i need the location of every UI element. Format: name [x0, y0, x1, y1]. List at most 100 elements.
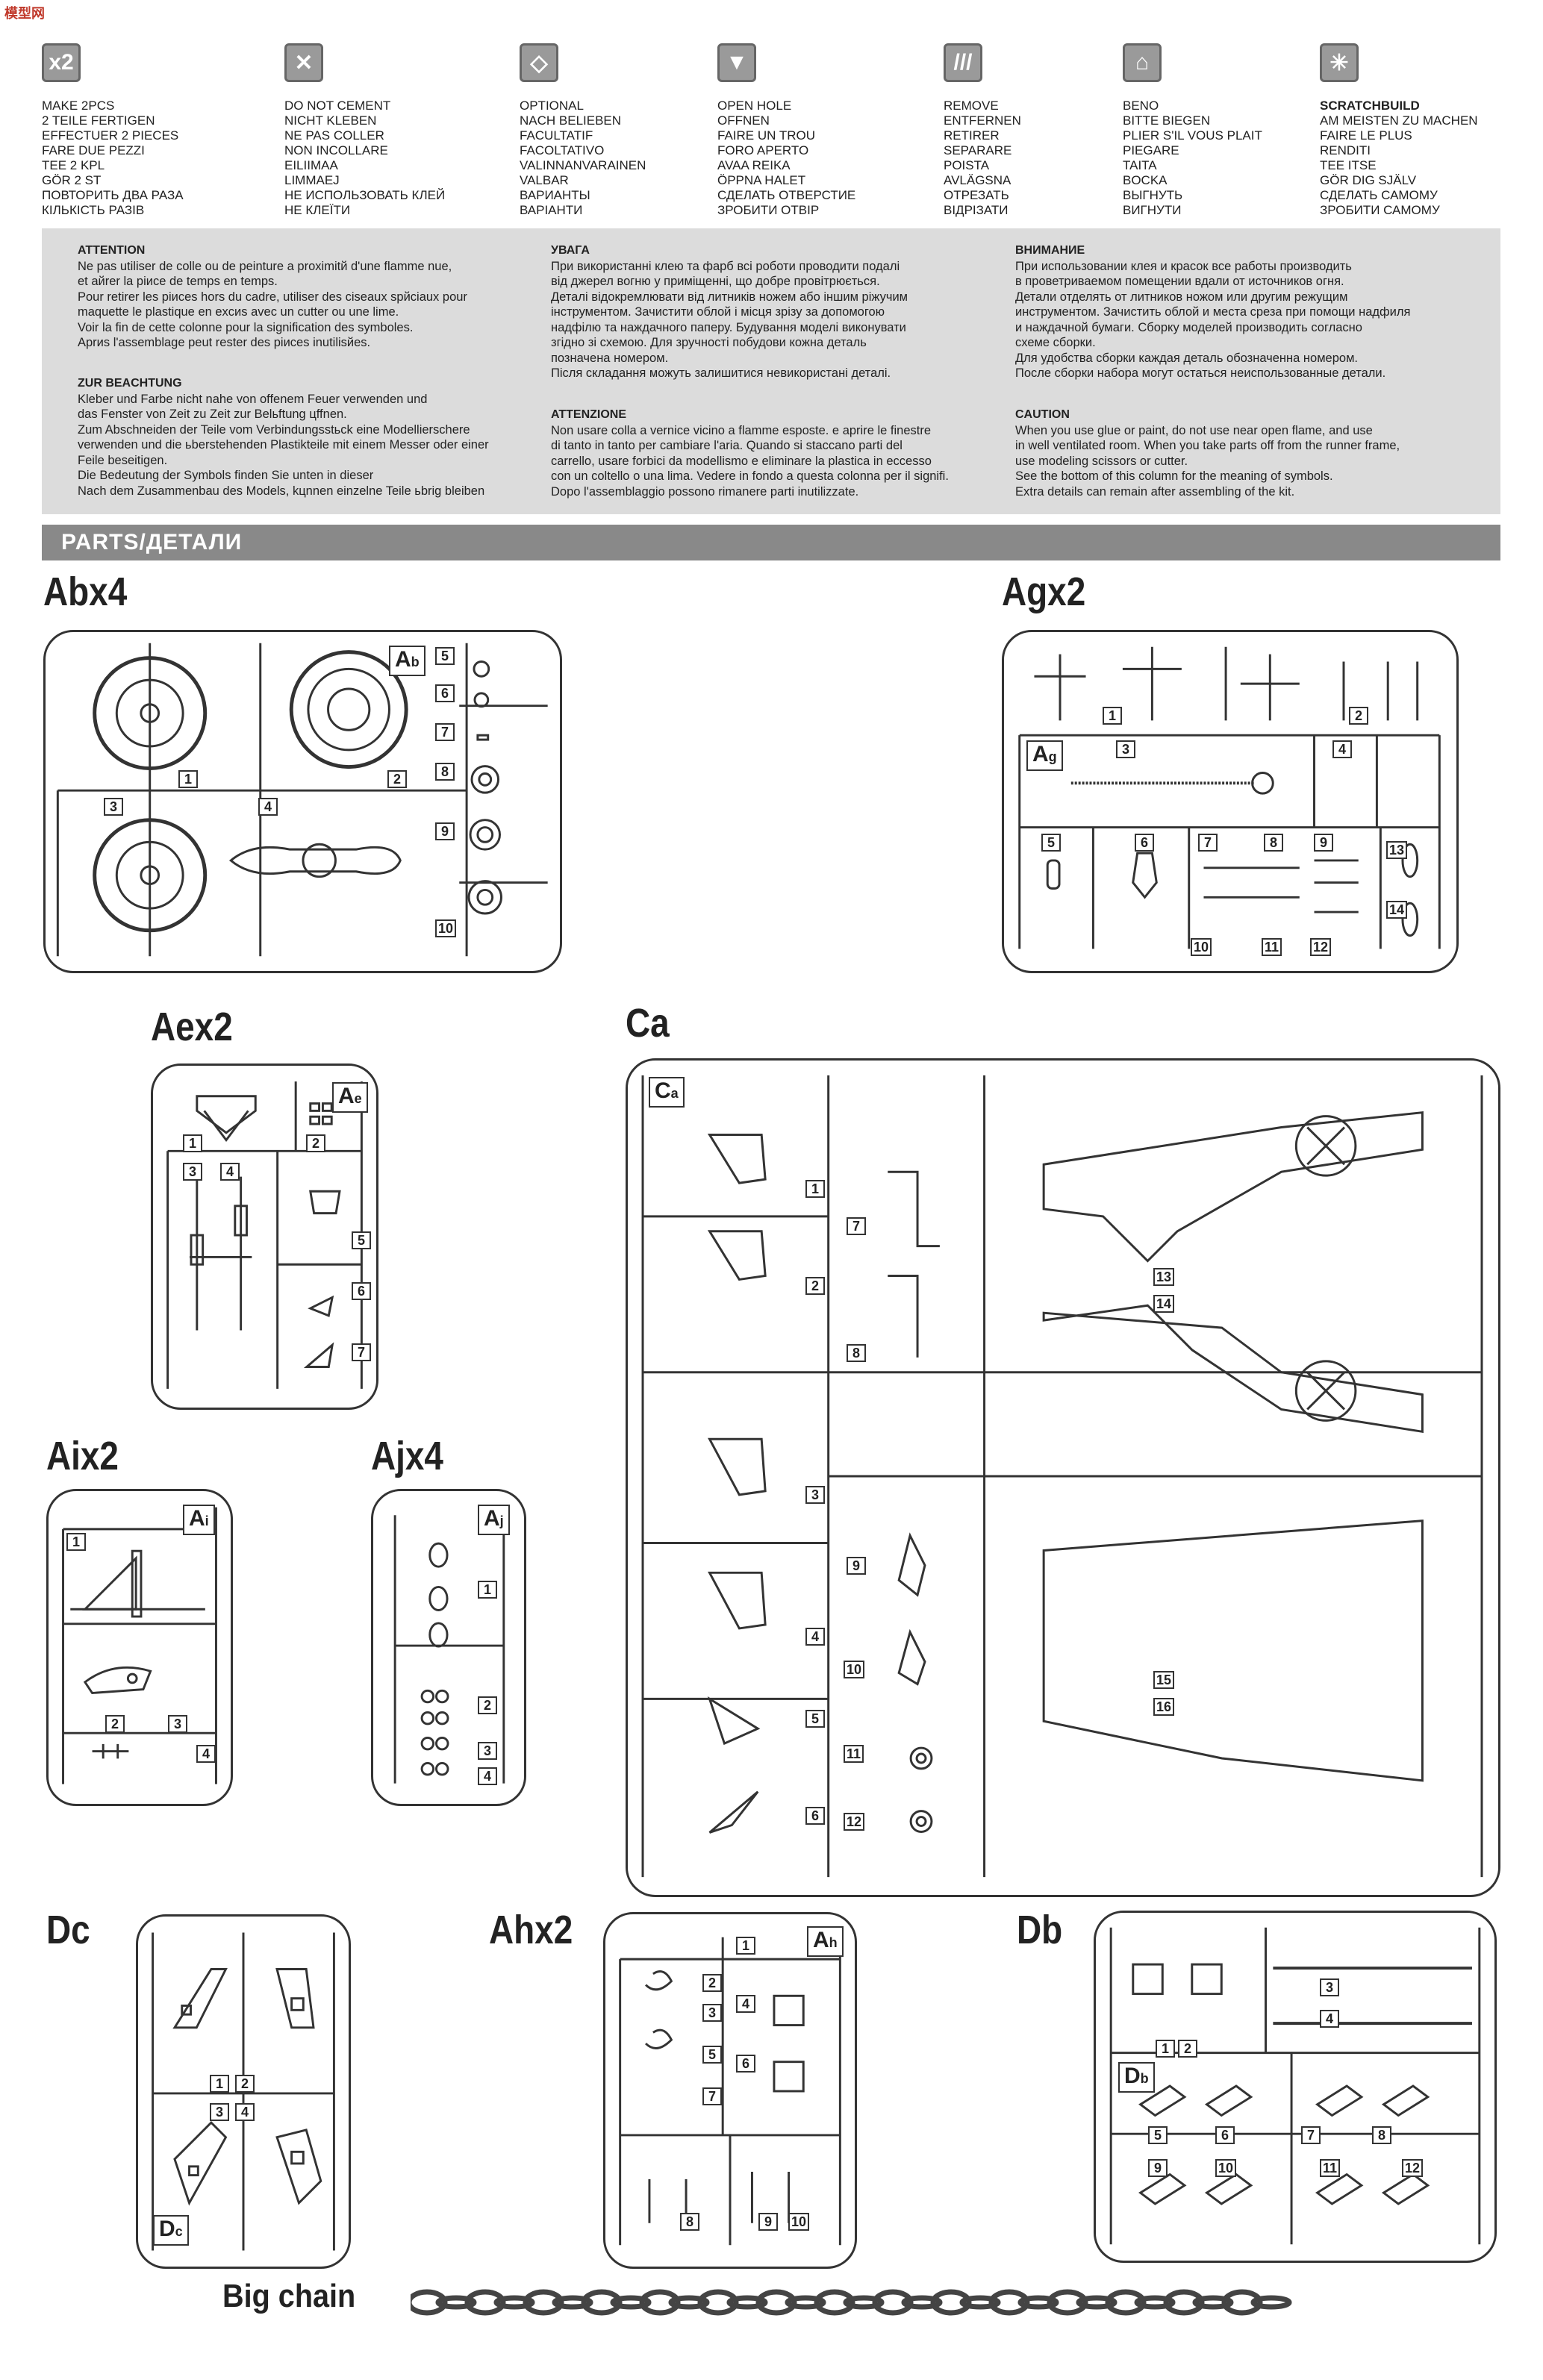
- open-hole-icon: ▼: [717, 43, 756, 82]
- legend-line: ВІДРІЗАТИ: [944, 203, 1009, 217]
- part-number: 10: [844, 1661, 865, 1678]
- warning-text: Kleber und Farbe nicht nahe von offenem …: [78, 392, 489, 498]
- legend-line: GÖR 2 ST: [42, 173, 102, 187]
- legend-line: FORO APERTO: [717, 143, 809, 157]
- part-number: 3: [168, 1715, 187, 1733]
- warning-text: Ne pas utiliser de colle ou de peinture …: [78, 259, 467, 350]
- legend-line: НЕ ИСПОЛЬЗОВАТЬ КЛЕЙ: [284, 188, 446, 202]
- legend-line: ÖPPNA HALET: [717, 173, 806, 187]
- warning-title: ATTENZIONE: [551, 408, 627, 421]
- sprue-ai: Ai 1 2 3 4: [46, 1489, 233, 1806]
- chain-link: [988, 2289, 1030, 2316]
- part-number: 5: [702, 2046, 722, 2064]
- legend-line: ВЫГНУТЬ: [1123, 188, 1183, 202]
- legend-line: REMOVE: [944, 99, 999, 113]
- scratchbuild-icon: ✳: [1320, 43, 1359, 82]
- part-number: 12: [844, 1813, 865, 1831]
- part-number: 7: [702, 2087, 722, 2105]
- make-two-icon: x2: [42, 43, 81, 82]
- warning-ru: ВНИМАНИЕ При использовании клея и красок…: [1015, 243, 1456, 381]
- warning-text: При використанні клею та фарб всі роботи…: [551, 259, 908, 381]
- warning-title: УВАГА: [551, 244, 590, 257]
- warning-text: When you use glue or paint, do not use n…: [1015, 423, 1400, 499]
- warning-it: ATTENZIONE Non usare colla a vernice vic…: [551, 407, 991, 499]
- part-number: 1: [183, 1134, 202, 1152]
- sprue-tag: Ag: [1026, 740, 1063, 771]
- legend-line: СДЕЛАТЬ САМОМУ: [1320, 188, 1438, 202]
- part-number: 1: [66, 1533, 86, 1551]
- legend-line: AVLÄGSNA: [944, 173, 1011, 187]
- legend-line: NON INCOLLARE: [284, 143, 388, 157]
- part-number: 9: [1148, 2159, 1168, 2177]
- legend-line: BITTE BIEGEN: [1123, 113, 1211, 128]
- part-number: 6: [805, 1807, 825, 1825]
- legend-line: TAITA: [1123, 158, 1157, 172]
- site-logo: 模型网: [4, 6, 45, 21]
- sprue-title-db: Db: [1017, 1908, 1063, 1952]
- part-number: 1: [1156, 2040, 1175, 2058]
- sprue-ag: Ag 1 2 3 4 5 6 7 8 9 10 11 12 13 14: [1002, 630, 1459, 973]
- chain-link: [411, 2289, 448, 2316]
- part-number: 11: [1320, 2159, 1341, 2177]
- big-chain-label: Big chain: [222, 2278, 356, 2314]
- part-number: 13: [1386, 841, 1408, 859]
- legend-line: FACULTATIF: [520, 128, 593, 143]
- parts-header-label: PARTS/ДЕТАЛИ: [61, 530, 243, 555]
- part-number: 9: [758, 2213, 778, 2231]
- warning-ua: УВАГА При використанні клею та фарб всі …: [551, 243, 991, 381]
- sprue-db: 1 2 3 4 5 6 7 8 9 10 11 12 Db: [1094, 1911, 1497, 2263]
- chain-link: [435, 2295, 477, 2310]
- warning-title: ZUR BEACHTUNG: [78, 377, 182, 390]
- sprue-ca: Ca 1 2 3 4 5 6 7 8 9 10 11 12 13 14 15 1…: [626, 1058, 1500, 1897]
- legend-line: TEE 2 KPL: [42, 158, 105, 172]
- sprue-title-ah: Ahx2: [489, 1908, 573, 1952]
- chain-link: [639, 2289, 681, 2316]
- part-number: 4: [478, 1767, 497, 1785]
- part-number: 8: [1372, 2126, 1391, 2144]
- chain-link: [1076, 2295, 1117, 2310]
- chain-link: [814, 2289, 855, 2316]
- part-number: 3: [183, 1163, 202, 1181]
- legend-line: КІЛЬКІСТЬ РАЗІВ: [42, 203, 145, 217]
- chain-link: [1221, 2289, 1263, 2316]
- part-number: 1: [210, 2075, 229, 2093]
- part-number: 9: [435, 822, 455, 840]
- warning-title: CAUTION: [1015, 408, 1070, 421]
- sprue-title-ai: Aix2: [46, 1434, 119, 1478]
- part-number: 2: [387, 770, 407, 788]
- legend-line: TEE ITSE: [1320, 158, 1377, 172]
- part-number: 5: [352, 1231, 371, 1249]
- legend-line: FAIRE LE PLUS: [1320, 128, 1412, 143]
- sprue-title-ae: Aex2: [151, 1005, 233, 1049]
- part-number: 11: [844, 1745, 864, 1763]
- legend-line: FAIRE UN TROU: [717, 128, 815, 143]
- legend-line: BOCKA: [1123, 173, 1168, 187]
- part-number: 3: [702, 2004, 722, 2022]
- sprue-tag: Dc: [153, 2215, 189, 2246]
- part-number: 10: [1215, 2159, 1237, 2177]
- part-number: 6: [435, 684, 455, 702]
- legend-line: OFFNEN: [717, 113, 770, 128]
- legend-line: PLIER S'IL VOUS PLAIT: [1123, 128, 1262, 143]
- chain-link: [523, 2289, 564, 2316]
- part-number: 7: [1198, 834, 1218, 852]
- part-number: 6: [736, 2055, 755, 2073]
- part-number: 5: [1041, 834, 1061, 852]
- chain-link: [668, 2295, 710, 2310]
- part-number: 5: [435, 647, 455, 665]
- sprue-tag: Ae: [332, 1082, 368, 1113]
- part-number: 8: [1264, 834, 1283, 852]
- part-number: 15: [1153, 1671, 1175, 1689]
- part-number: 10: [788, 2213, 810, 2231]
- part-number: 7: [352, 1343, 371, 1361]
- legend-line: ОТРЕЗАТЬ: [944, 188, 1009, 202]
- legend-line: FACOLTATIVO: [520, 143, 605, 157]
- part-number: 2: [805, 1277, 825, 1295]
- part-number: 12: [1310, 938, 1332, 956]
- legend-line: OPEN HOLE: [717, 99, 792, 113]
- optional-icon: ◇: [520, 43, 558, 82]
- legend-line: NE PAS COLLER: [284, 128, 384, 143]
- legend-line: RETIRER: [944, 128, 1000, 143]
